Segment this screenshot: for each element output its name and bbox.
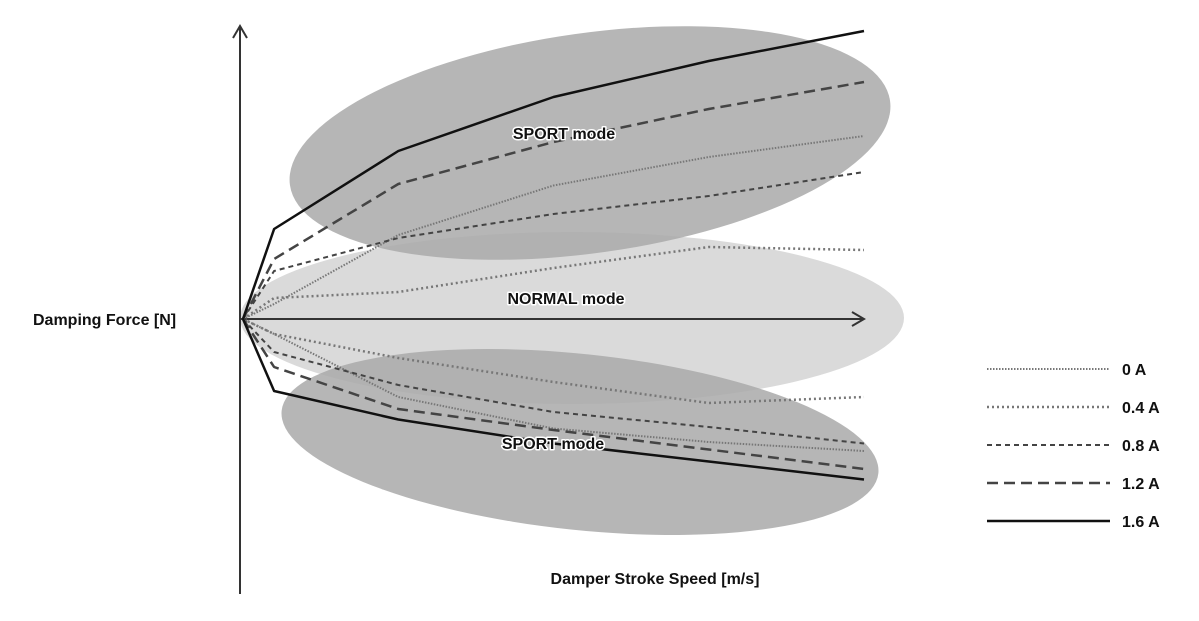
curve-1-2-A-lower	[241, 318, 865, 471]
zone-sport-lower	[281, 349, 879, 535]
legend-label-0-4-A: 0.4 A	[1122, 400, 1160, 417]
x-axis-label: Damper Stroke Speed [m/s]	[551, 571, 760, 588]
curve-1-2-A-upper	[241, 80, 865, 320]
legend-label-0-8-A: 0.8 A	[1122, 438, 1160, 455]
zone-label-sport-lower: SPORT mode	[502, 436, 604, 453]
zone-labels: SPORT mode NORMAL mode SPORT mode	[500, 125, 626, 455]
zone-sport-upper	[289, 26, 891, 260]
curve-1-6-A-lower	[241, 318, 865, 481]
curve-0-4-A-upper	[242, 245, 865, 321]
curve-1-6-A-upper	[241, 29, 865, 320]
curve-0-8-A-lower	[242, 318, 865, 445]
curve-0-A-lower	[242, 318, 865, 452]
legend: 0 A 0.4 A 0.8 A 1.2 A 1.6 A	[987, 362, 1160, 531]
legend-label-1-6-A: 1.6 A	[1122, 514, 1160, 531]
legend-label-0-A: 0 A	[1122, 362, 1147, 379]
mode-zones	[240, 26, 904, 535]
legend-label-1-2-A: 1.2 A	[1122, 476, 1160, 493]
force-curves	[241, 29, 865, 481]
curve-0-8-A-upper	[242, 171, 865, 320]
zone-label-normal: NORMAL mode	[507, 291, 624, 308]
y-axis-arrowhead	[232, 24, 248, 39]
y-axis-label: Damping Force [N]	[33, 312, 176, 329]
zone-label-sport-upper: SPORT mode	[513, 126, 615, 143]
axes	[232, 24, 866, 594]
curve-0-4-A-lower	[242, 317, 865, 405]
x-axis-arrowhead	[851, 311, 866, 327]
curve-0-A-upper	[242, 135, 865, 320]
